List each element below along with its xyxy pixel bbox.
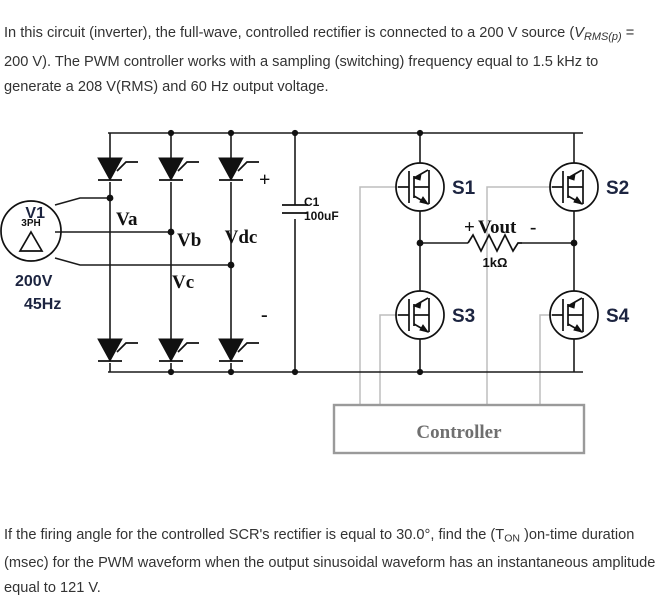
dc-plus-label: + [259, 169, 270, 191]
switch-s4-label: S4 [606, 306, 630, 327]
intro-part-2: = 200 V). The PWM controller works with … [4, 24, 635, 95]
switch-s2-label: S2 [606, 178, 629, 199]
three-phase-source: 3PH [0, 200, 62, 262]
intro-vrms-subscript: RMS(p) [583, 30, 622, 43]
gate-wire-s2 [486, 186, 552, 405]
gate-wire-s4 [539, 314, 552, 405]
scr-lower-b [158, 338, 199, 363]
switch-s1 [395, 162, 445, 212]
source-voltage-label: 200V [15, 273, 53, 290]
gate-wire-s1 [359, 186, 398, 405]
capacitor-value-label: 100uF [304, 209, 339, 223]
gate-wire-s3 [379, 314, 398, 405]
junction-dots [106, 129, 578, 376]
intro-vrms-symbol: V [574, 24, 584, 41]
vout-minus-label: - [530, 217, 536, 238]
question-part-1: If the firing angle for the controlled S… [4, 526, 505, 543]
scr-lower-c [218, 338, 259, 363]
phase-a-wire [54, 197, 110, 206]
scr-rectifier-bridge [97, 157, 259, 363]
intro-paragraph: In this circuit (inverter), the full-wav… [4, 21, 656, 100]
source-symbol-text: 3PH [21, 218, 40, 229]
intro-part-1: In this circuit (inverter), the full-wav… [4, 24, 575, 41]
source-frequency-label: 45Hz [24, 296, 61, 313]
switch-s3 [395, 290, 445, 340]
controller-label: Controller [416, 422, 502, 443]
switch-s4 [549, 290, 599, 340]
phase-c-label: Vc [172, 272, 194, 293]
switch-s2 [549, 162, 599, 212]
capacitor-ref-label: C1 [304, 195, 320, 209]
phase-a-label: Va [116, 209, 138, 230]
scr-upper-c [218, 157, 259, 182]
vdc-label: Vdc [225, 227, 258, 248]
controller-box [332, 403, 586, 455]
scr-upper-b [158, 157, 199, 182]
phase-b-label: Vb [177, 230, 201, 251]
vout-plus-label: + [464, 217, 475, 238]
scr-upper-a [97, 157, 138, 182]
dc-minus-label: - [261, 304, 268, 326]
question-paragraph: If the firing angle for the controlled S… [4, 523, 656, 601]
circuit-diagram: 3PH V1 200V 45Hz Va Vb Vc + - C1 100uF V… [0, 100, 662, 470]
question-ton-subscript: ON [504, 532, 520, 545]
controller-gate-wires [359, 186, 552, 405]
load-value-label: 1kΩ [483, 255, 508, 270]
power-wires [54, 132, 583, 373]
scr-lower-a [97, 338, 138, 363]
switch-s3-label: S3 [452, 306, 475, 327]
load-resistor [467, 233, 522, 253]
vout-label: Vout [478, 217, 517, 238]
source-ref-label: V1 [25, 205, 45, 222]
phase-c-wire [54, 257, 231, 266]
question-part-2: )on-time duration (msec) for the PWM wav… [4, 526, 656, 597]
switch-s1-label: S1 [452, 178, 476, 199]
dc-link-capacitor [282, 204, 308, 214]
